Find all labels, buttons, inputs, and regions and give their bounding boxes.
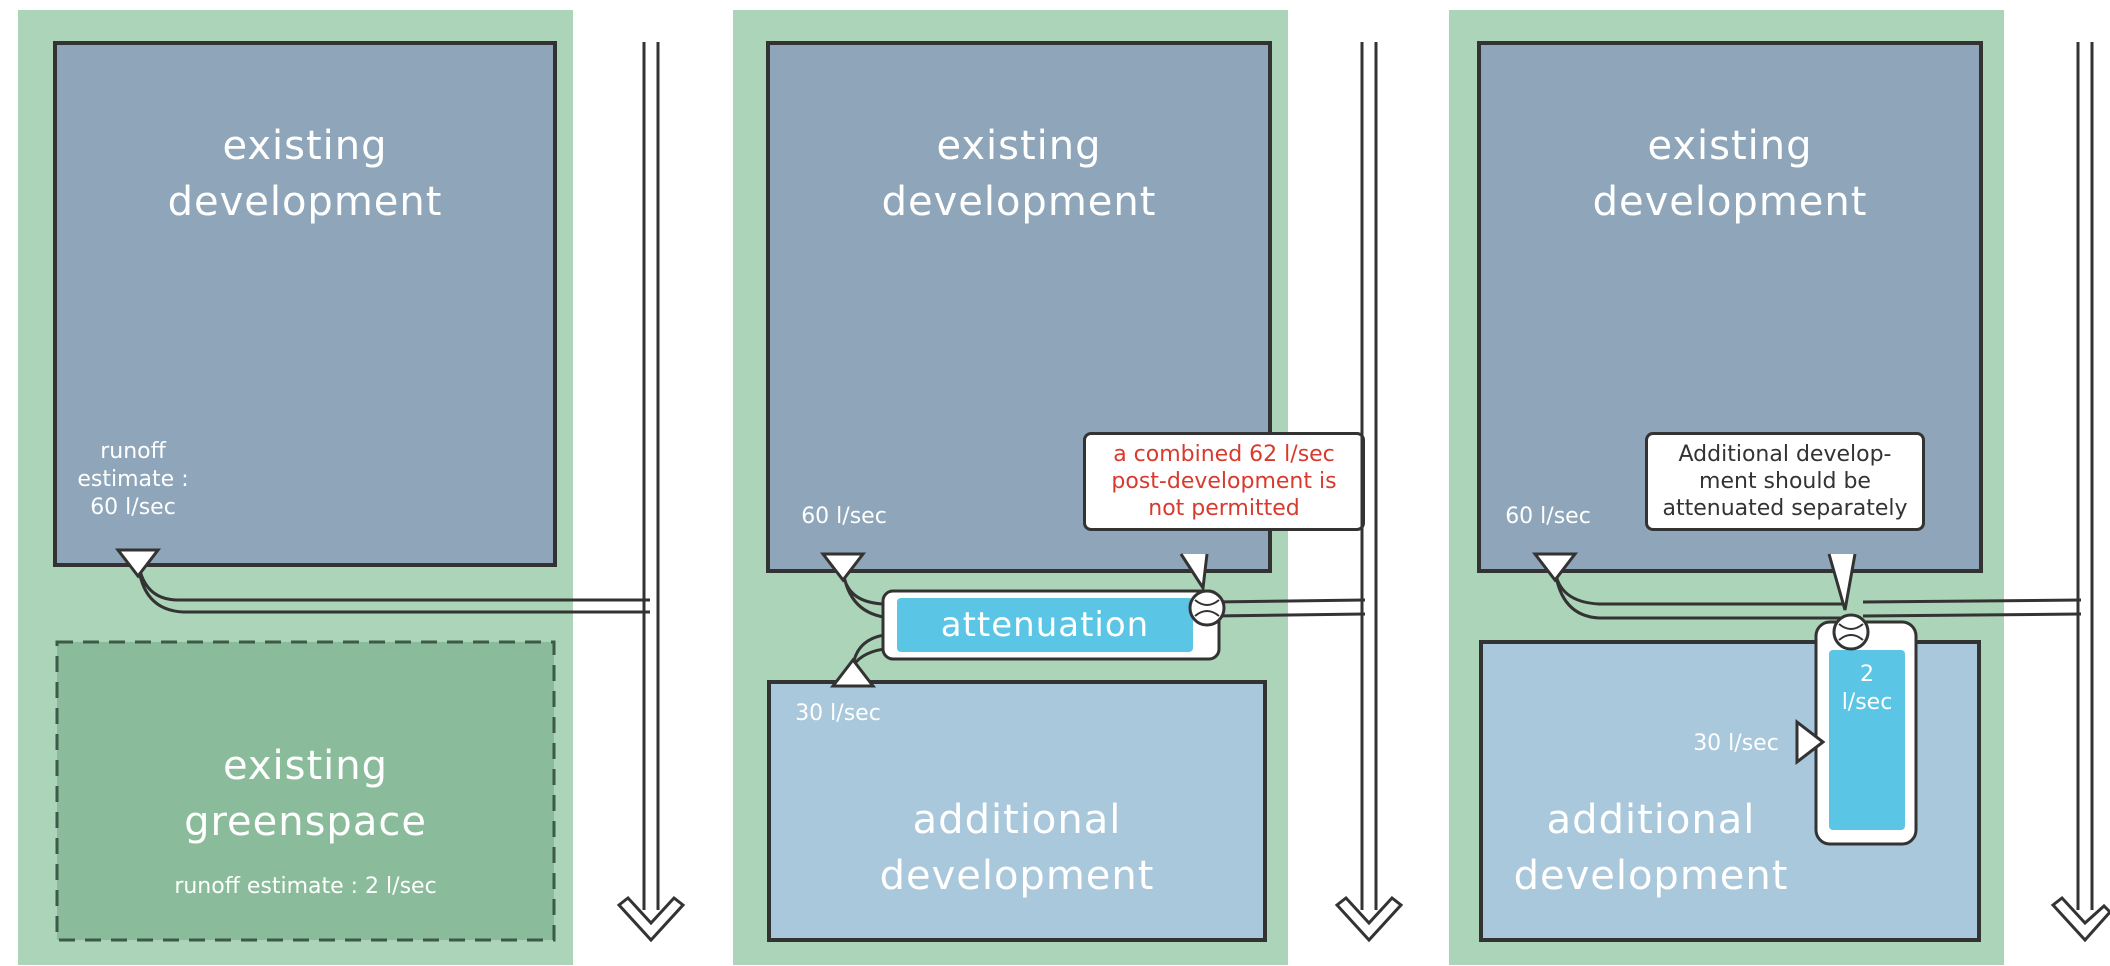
additional-inlet-triangle	[1795, 718, 1826, 766]
additional-development-label: additional development	[1513, 797, 1789, 899]
flow-control-valve	[1832, 613, 1870, 651]
panel-1-drawing	[18, 10, 650, 965]
watercourse-arrow-2	[1334, 42, 1404, 943]
attenuation-flow-label: 2 l/sec	[1841, 662, 1893, 715]
greenspace-runoff-label: runoff estimate : 2 l/sec	[174, 874, 437, 899]
attenuation-tank-fill	[897, 598, 1193, 652]
callout-attenuate-separately: Additional develop- ment should be atten…	[1645, 432, 1925, 531]
valve-mark	[1194, 599, 1220, 617]
runoff-estimate-label: runoff estimate : 60 l/sec	[77, 439, 189, 520]
watercourse-arrow-1	[616, 42, 686, 943]
callout-not-permitted: a combined 62 l/sec post-development is …	[1083, 432, 1365, 531]
outlet-triangle	[114, 548, 162, 579]
callout-pointer	[1827, 553, 1857, 611]
existing-flow-label: 60 l/sec	[1505, 504, 1591, 529]
additional-inlet-triangle	[829, 657, 877, 688]
existing-outlet-triangle	[819, 552, 867, 583]
additional-development-block	[767, 680, 1267, 942]
valve-mark	[1838, 623, 1864, 641]
panel-3-drawing	[1449, 10, 2082, 965]
watercourse-arrow-3	[2050, 42, 2110, 943]
existing-development-label: existing development	[167, 123, 443, 225]
existing-development-label: existing development	[881, 123, 1157, 225]
greenspace-block	[55, 640, 556, 942]
callout-pointer	[1179, 553, 1209, 593]
existing-development-label: existing development	[1592, 123, 1868, 225]
existing-development-block	[53, 41, 557, 567]
outflow-pipe	[1212, 598, 1366, 618]
additional-flow-label: 30 l/sec	[795, 701, 881, 726]
existing-flow-label: 60 l/sec	[801, 504, 887, 529]
attenuation-tank-fill	[1829, 650, 1905, 830]
additional-development-label: additional development	[879, 797, 1155, 899]
additional-flow-label: 30 l/sec	[1693, 731, 1779, 756]
panel-separate-attenuation: existing development 60 l/sec 30 l/sec 2…	[1449, 10, 2082, 965]
panel-combined-attenuation: existing development 60 l/sec 30 l/sec a…	[733, 10, 1366, 965]
attenuation-label: attenuation	[940, 605, 1150, 645]
panel-existing-with-greenspace: existing development runoff estimate : 6…	[18, 10, 650, 965]
outflow-pipe	[1862, 598, 2082, 618]
flow-control-valve	[1188, 589, 1226, 627]
existing-outlet-triangle	[1531, 552, 1579, 583]
greenspace-label: existing greenspace	[184, 743, 427, 845]
